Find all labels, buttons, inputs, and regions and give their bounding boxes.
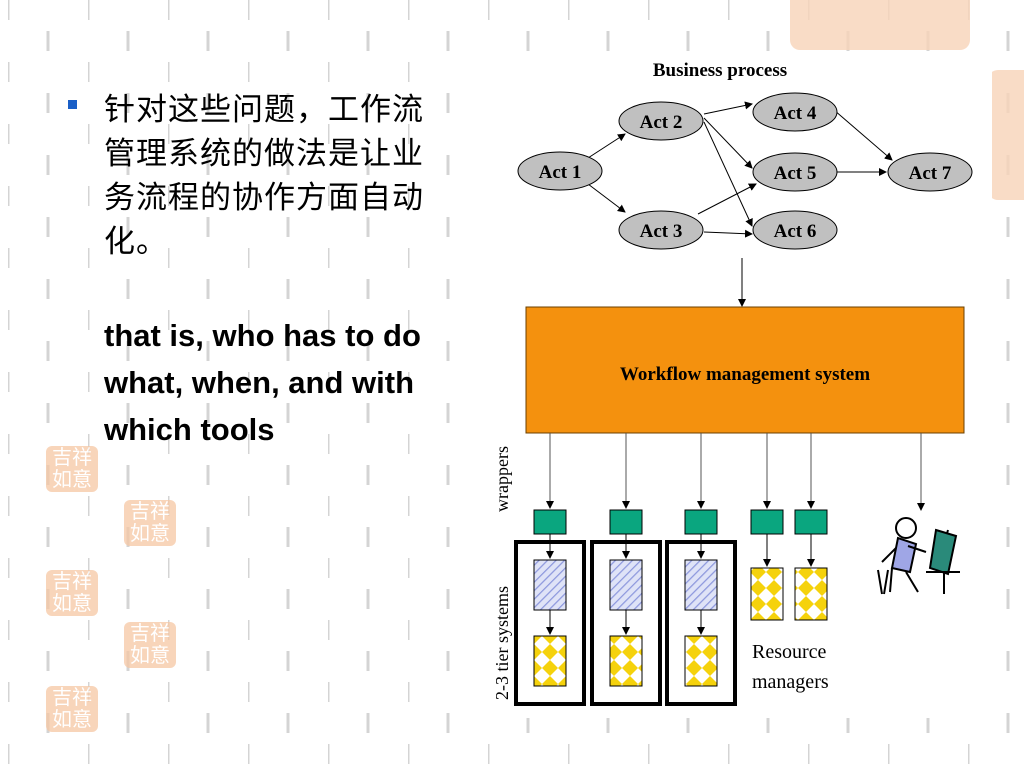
workflow-management-system-box: Workflow management system bbox=[525, 306, 965, 434]
svg-text:Act 4: Act 4 bbox=[774, 103, 817, 124]
workflow-diagram-svg: Business process Act 1 Act 2 Act 3 Act 4… bbox=[492, 60, 973, 706]
bullet-text-english: that is, who has to do what, when, and w… bbox=[104, 318, 421, 447]
bullet-text-chinese: 针对这些问题，工作流管理系统的做法是让业务流程的协作方面自动化。 bbox=[104, 92, 424, 260]
slide-text-block: 针对这些问题，工作流管理系统的做法是让业务流程的协作方面自动化。 that is… bbox=[64, 88, 454, 453]
wfms-output-arrows bbox=[546, 433, 925, 511]
svg-text:Act 1: Act 1 bbox=[539, 162, 582, 183]
svg-text:Act 7: Act 7 bbox=[909, 163, 952, 184]
wrapper-block bbox=[533, 509, 567, 535]
human-user-at-computer-icon bbox=[877, 517, 960, 595]
svg-text:Act 3: Act 3 bbox=[640, 221, 683, 242]
wrapper-block bbox=[794, 509, 828, 535]
decorative-seal: 吉祥如意 bbox=[46, 686, 98, 732]
svg-text:Act 5: Act 5 bbox=[774, 163, 817, 184]
wrapper-block bbox=[684, 509, 718, 535]
svg-text:Act 2: Act 2 bbox=[640, 112, 683, 133]
activity-node-act3: Act 3 bbox=[618, 210, 704, 250]
resource-managers-label-line1: Resource bbox=[752, 641, 827, 663]
tier-systems-label: 2-3 tier systems bbox=[492, 586, 512, 700]
decorative-seal: 吉祥如意 bbox=[46, 446, 98, 492]
activity-node-act5: Act 5 bbox=[752, 152, 838, 192]
wrappers-label: wrappers bbox=[492, 446, 512, 512]
wrapper-block bbox=[750, 509, 784, 535]
decorative-seal: 吉祥如意 bbox=[124, 622, 176, 668]
activity-node-act1: Act 1 bbox=[517, 151, 603, 191]
workflow-diagram: Business process Act 1 Act 2 Act 3 Act 4… bbox=[478, 52, 992, 718]
decorative-seal-top bbox=[790, 0, 970, 50]
business-process-title: Business process bbox=[653, 60, 787, 81]
activity-node-act7: Act 7 bbox=[887, 152, 973, 192]
tier-system-2 bbox=[590, 534, 662, 706]
tier-system-1 bbox=[514, 534, 586, 706]
activity-node-act6: Act 6 bbox=[752, 210, 838, 250]
wrapper-block bbox=[609, 509, 643, 535]
decorative-seal: 吉祥如意 bbox=[124, 500, 176, 546]
resource-managers: Resource managers bbox=[750, 534, 829, 693]
resource-managers-label-line2: managers bbox=[752, 671, 829, 693]
activity-edges bbox=[587, 101, 893, 307]
svg-text:Act 6: Act 6 bbox=[774, 221, 817, 242]
svg-text:Workflow management system: Workflow management system bbox=[620, 364, 870, 385]
activity-node-act4: Act 4 bbox=[752, 92, 838, 132]
activity-node-act2: Act 2 bbox=[618, 101, 704, 141]
decorative-seal: 吉祥如意 bbox=[46, 570, 98, 616]
decorative-seal-right bbox=[988, 70, 1024, 200]
tier-system-3 bbox=[665, 534, 737, 706]
bullet-marker-icon bbox=[68, 100, 77, 109]
